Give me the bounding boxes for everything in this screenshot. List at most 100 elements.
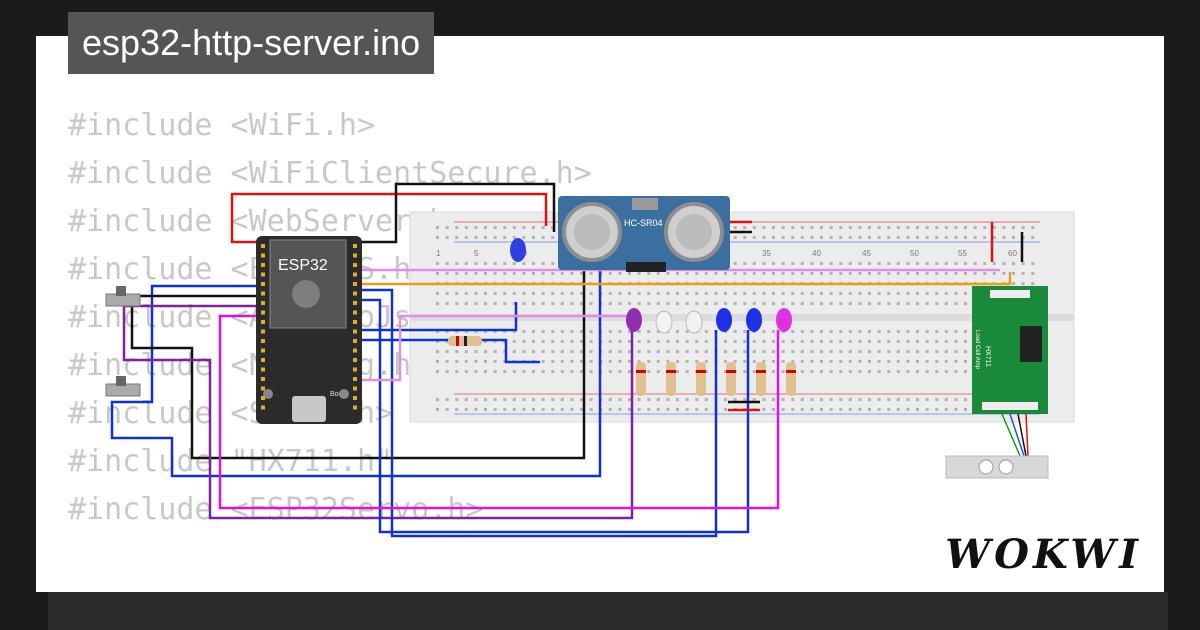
breadboard-hole bbox=[474, 236, 478, 239]
breadboard-hole bbox=[512, 302, 516, 305]
breadboard-hole bbox=[695, 272, 699, 275]
breadboard-hole bbox=[493, 408, 497, 411]
esp32-pin bbox=[353, 301, 357, 305]
breadboard-hole bbox=[916, 398, 919, 401]
breadboard-hole bbox=[580, 360, 583, 363]
breadboard-hole bbox=[868, 330, 871, 333]
breadboard-hole bbox=[800, 236, 804, 239]
led[interactable] bbox=[776, 308, 792, 332]
breadboard-hole bbox=[887, 262, 891, 265]
led[interactable] bbox=[685, 310, 703, 334]
breadboard-hole bbox=[935, 236, 939, 239]
esp32-pin bbox=[353, 310, 357, 315]
esp32-pin bbox=[261, 329, 265, 334]
breadboard-hole bbox=[820, 350, 823, 353]
breadboard-hole bbox=[560, 350, 564, 353]
breadboard-hole bbox=[445, 226, 449, 229]
breadboard-hole bbox=[964, 262, 967, 265]
resistor[interactable] bbox=[756, 362, 766, 396]
breadboard-hole bbox=[877, 292, 881, 295]
breadboard-hole bbox=[445, 360, 449, 363]
breadboard-hole bbox=[608, 408, 612, 411]
slide-switch[interactable] bbox=[105, 286, 141, 307]
breadboard-hole bbox=[772, 408, 775, 411]
breadboard-hole bbox=[522, 330, 526, 333]
led[interactable] bbox=[655, 310, 673, 334]
led[interactable] bbox=[510, 238, 526, 262]
breadboard-hole bbox=[637, 360, 641, 363]
breadboard-hole bbox=[935, 272, 939, 275]
breadboard-hole bbox=[733, 330, 737, 333]
esp32-board[interactable]: ESP32 Boot bbox=[256, 236, 362, 424]
resistor[interactable] bbox=[448, 336, 482, 346]
breadboard-hole bbox=[541, 302, 545, 305]
breadboard-hole bbox=[839, 350, 843, 353]
breadboard-hole bbox=[541, 340, 545, 343]
breadboard-hole bbox=[445, 340, 449, 343]
led[interactable] bbox=[626, 308, 642, 332]
breadboard-hole bbox=[1012, 226, 1015, 229]
breadboard-hole bbox=[685, 302, 689, 305]
breadboard-hole bbox=[829, 360, 833, 363]
breadboard-hole bbox=[820, 408, 823, 411]
breadboard-hole bbox=[848, 272, 852, 275]
hc-sr04-sensor[interactable]: HC-SR04 bbox=[558, 196, 730, 272]
breadboard-hole bbox=[944, 370, 948, 373]
breadboard-hole bbox=[474, 350, 478, 353]
breadboard-hole bbox=[954, 330, 958, 333]
breadboard-hole bbox=[436, 236, 439, 239]
breadboard-hole bbox=[772, 398, 775, 401]
led[interactable] bbox=[716, 308, 732, 332]
breadboard-hole bbox=[1031, 262, 1035, 265]
breadboard-hole bbox=[935, 330, 939, 333]
file-name-tab[interactable]: esp32-http-server.ino bbox=[68, 12, 435, 74]
breadboard-hole bbox=[532, 350, 535, 353]
breadboard-hole bbox=[637, 408, 641, 411]
resistor[interactable] bbox=[696, 362, 706, 396]
breadboard-hole bbox=[829, 350, 833, 353]
breadboard-hole bbox=[484, 226, 487, 229]
breadboard-hole bbox=[512, 262, 516, 265]
breadboard-hole bbox=[925, 302, 929, 305]
breadboard-hole bbox=[868, 398, 871, 401]
breadboard-hole bbox=[935, 262, 939, 265]
slide-switch[interactable] bbox=[105, 376, 141, 397]
breadboard-hole bbox=[800, 272, 804, 275]
breadboard-hole bbox=[436, 302, 439, 305]
breadboard-hole bbox=[820, 236, 823, 239]
resistor[interactable] bbox=[786, 362, 796, 396]
breadboard-hole bbox=[964, 350, 967, 353]
breadboard-hole bbox=[436, 292, 439, 295]
breadboard-hole bbox=[906, 226, 910, 229]
breadboard-hole bbox=[493, 330, 497, 333]
breadboard-hole bbox=[743, 370, 747, 373]
breadboard-hole bbox=[877, 398, 881, 401]
breadboard-hole bbox=[551, 408, 555, 411]
breadboard-hole bbox=[848, 262, 852, 265]
breadboard-hole bbox=[647, 360, 651, 363]
breadboard-hole bbox=[791, 272, 795, 275]
breadboard-hole bbox=[839, 360, 843, 363]
breadboard-hole bbox=[829, 292, 833, 295]
resistor[interactable] bbox=[726, 362, 736, 396]
breadboard-hole bbox=[944, 292, 948, 295]
resistor[interactable] bbox=[666, 362, 676, 396]
esp32-pin bbox=[261, 263, 265, 267]
load-cell[interactable] bbox=[945, 455, 1049, 479]
breadboard-hole bbox=[704, 360, 708, 363]
breadboard-hole bbox=[656, 272, 660, 275]
breadboard-hole bbox=[503, 360, 507, 363]
breadboard-hole bbox=[484, 272, 487, 275]
breadboard-hole bbox=[464, 262, 468, 265]
breadboard-hole bbox=[560, 360, 564, 363]
resistor[interactable] bbox=[636, 362, 646, 396]
breadboard-hole bbox=[925, 292, 929, 295]
breadboard-hole bbox=[733, 262, 737, 265]
breadboard-hole bbox=[647, 408, 651, 411]
breadboard-hole bbox=[628, 330, 631, 333]
breadboard-hole bbox=[762, 398, 766, 401]
led[interactable] bbox=[746, 308, 762, 332]
esp32-pin bbox=[261, 405, 265, 410]
breadboard-hole bbox=[964, 226, 967, 229]
hx711-module[interactable]: HX711 Load Cell Amp bbox=[972, 286, 1048, 414]
